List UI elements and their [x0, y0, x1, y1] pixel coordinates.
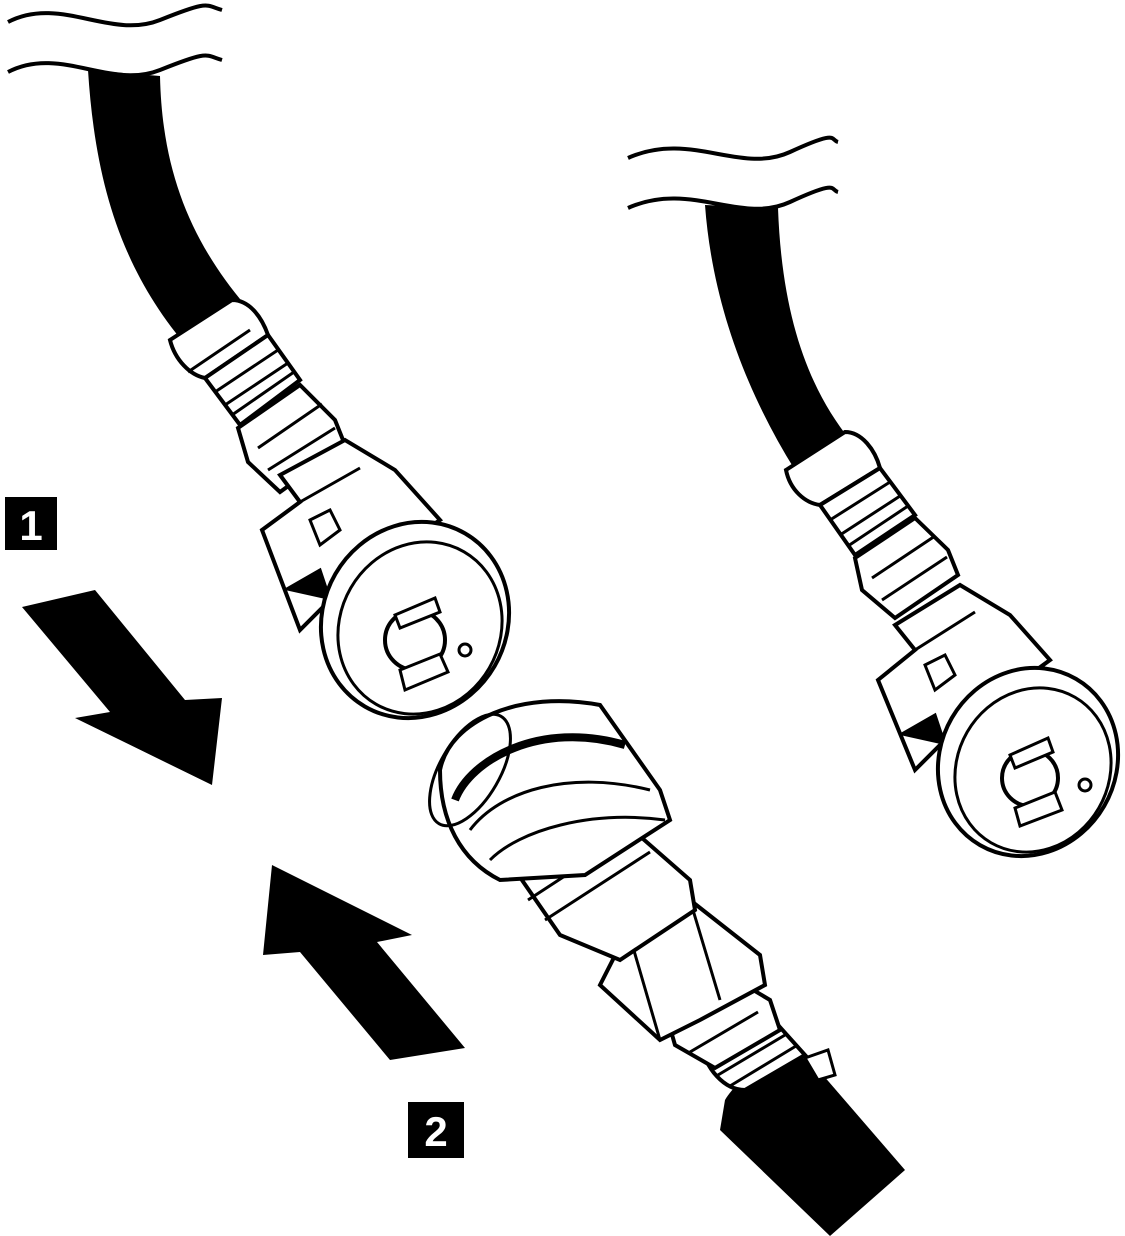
lower-hose-assembly [428, 699, 905, 1236]
right-hose [705, 205, 850, 470]
step-1-label: 1 [5, 497, 57, 550]
step-2-label: 2 [408, 1102, 464, 1158]
hose-break-lines [7, 3, 223, 78]
step-1-label-box [5, 497, 57, 550]
upper-coupler-latch-bottom [398, 652, 450, 693]
upper-hose-assembly [7, 3, 512, 721]
lower-hose [720, 1057, 905, 1236]
right-coupler-latch-top [1008, 735, 1055, 770]
upper-coupler-latch-top [393, 595, 442, 630]
step-2-number: 2 [424, 1108, 447, 1155]
upper-hose [88, 70, 245, 350]
step-1-arrow [22, 590, 222, 785]
step-1-number: 1 [19, 502, 42, 549]
step-2-label-box [408, 1102, 464, 1158]
right-coupler-latch-bottom [1013, 790, 1064, 828]
right-hex-nut [852, 515, 961, 621]
hose-break-lines [627, 135, 839, 211]
step-2-arrow [263, 865, 465, 1060]
right-hose-assembly [627, 135, 1121, 859]
